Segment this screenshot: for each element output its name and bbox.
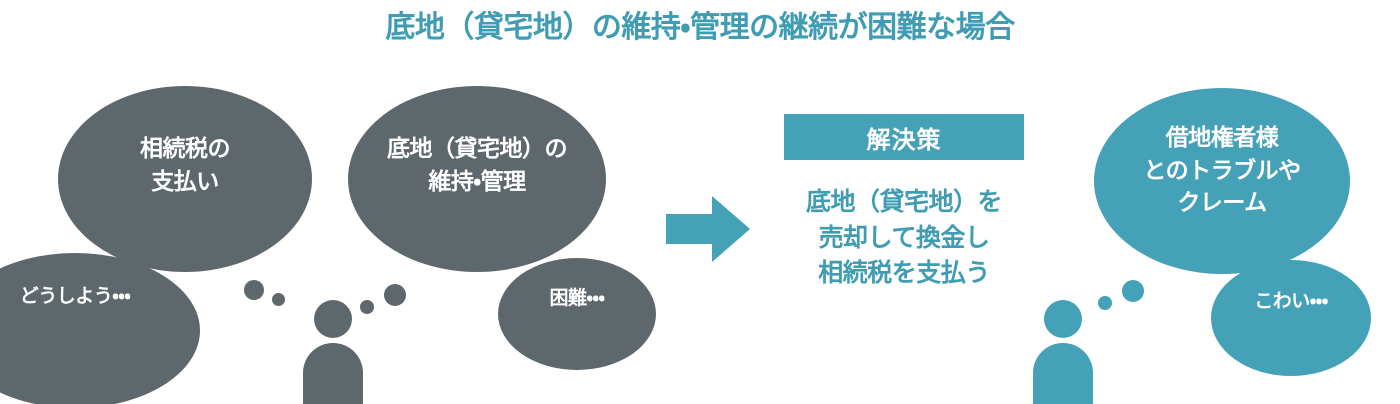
arrow-right-icon [666,196,750,266]
sub-bubble-shape-inheritance-tax [0,253,200,404]
problem-label-maintenance-management: 底地（貸宅地）の 維持・管理 [387,136,568,195]
person-body [1033,343,1093,404]
thought-dot-large [1122,280,1144,302]
problem-sublabel-maintenance-management: 困難・・・ [549,287,605,309]
concern-sublabel-leaseholder-trouble: こわい・・・ [1254,290,1328,312]
problem-sublabel-inheritance-tax: どうしよう・・・ [19,285,131,307]
person-body [303,343,363,404]
person-head [314,300,352,338]
main-bubble-shape-inheritance-tax [58,86,312,272]
concern-label-leaseholder-trouble: 借地権者様 とのトラブルや クレーム [1143,125,1301,217]
sub-bubble-shape-maintenance-management [498,258,656,370]
sub-bubble-shape-leaseholder-trouble [1211,260,1371,376]
main-bubble-shape-maintenance-management [348,86,606,272]
thought-dot-small [272,293,285,306]
solution-header-badge: 解決策 [784,114,1024,160]
thought-dot-small [360,300,374,314]
main-bubble-shape-leaseholder-trouble [1094,88,1350,274]
page-title: 底地（貸宅地）の維持・管理の継続が困難な場合 [385,10,1015,45]
problem-label-inheritance-tax: 相続税の 支払い [140,136,231,195]
solution-body-text: 底地（貸宅地）を 売却して換金し 相続税を支払う [805,187,1003,287]
thought-dot-large [244,280,264,300]
thought-dot-large [384,284,406,306]
thought-dot-small [1098,296,1112,310]
person-head [1044,300,1082,338]
